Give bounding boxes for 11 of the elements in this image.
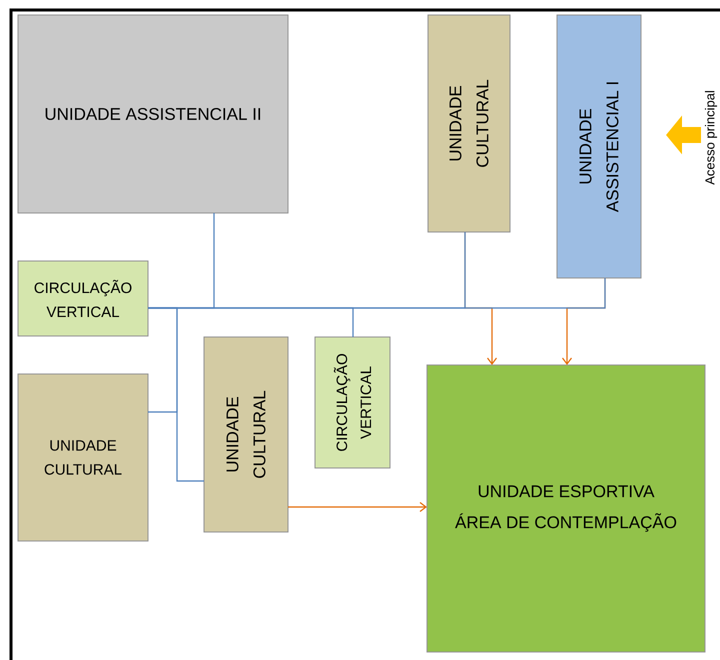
- unit-box: UNIDADE ASSISTENCIAL I: [556, 14, 642, 278]
- connector-line: [148, 307, 204, 482]
- unit-box: UNIDADE ASSISTENCIAL II: [18, 14, 288, 214]
- unit-box: UNIDADE CULTURAL: [428, 14, 510, 232]
- unit-box: UNIDADE CULTURAL: [204, 336, 288, 532]
- unit-box: UNIDADE CULTURAL: [18, 374, 148, 542]
- circulation-box: CIRCULAÇÃO VERTICAL: [18, 260, 148, 336]
- access-label: Acesso principal: [704, 91, 718, 185]
- arrow: [288, 502, 427, 512]
- sports-area-box: UNIDADE ESPORTIVA ÁREA DE CONTEMPLAÇÃO: [426, 364, 706, 652]
- circulation-box: CIRCULAÇÃO VERTICAL: [314, 336, 390, 468]
